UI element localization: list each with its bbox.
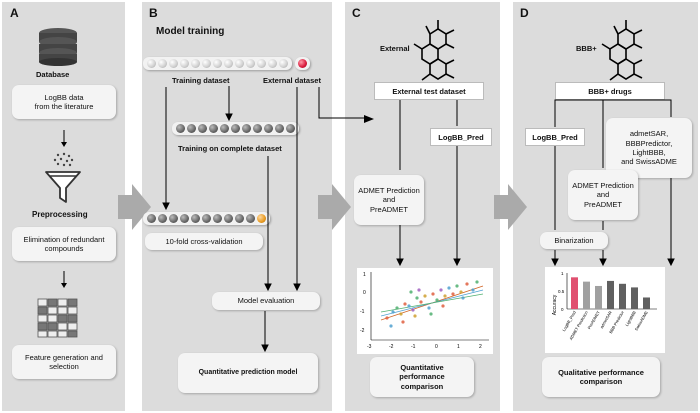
feature-generation-box: Feature generation and selection (12, 345, 116, 379)
panel-a (2, 2, 125, 411)
bar-preadmet (595, 285, 602, 309)
training-dataset-label: Training dataset (172, 76, 230, 85)
database-icon (39, 28, 77, 66)
bar-bbb-predictor (619, 283, 626, 309)
scatter-points (385, 280, 479, 328)
logbb-pred-c-box: LogBB_Pred (430, 128, 492, 146)
bar-logbb-pred (571, 277, 578, 309)
panel-b-label: B (149, 6, 158, 20)
scatter-ytick-m1: -1 (360, 309, 365, 315)
training-complete-label: Training on complete dataset (178, 144, 282, 153)
quant-perf-box: Quantitative performance comparison (370, 357, 474, 397)
bbb-plus-label: BBB+ (576, 44, 597, 53)
bar-lightbbb (631, 287, 638, 309)
admet-d-box: ADMET Prediction and PreADMET (568, 170, 638, 220)
panel-c-connectors (396, 100, 461, 267)
model-evaluation-box: Model evaluation (212, 292, 320, 310)
bar-ytick-0: 0 (561, 307, 564, 312)
external-dataset-label: External dataset (263, 76, 321, 85)
molecule-icon (413, 20, 455, 81)
feature-grid-icon (37, 298, 78, 338)
complete-bead-row (172, 122, 299, 135)
logbb-data-box: LogBB data from the literature (12, 85, 116, 119)
scatter-xtick-m3: -3 (367, 344, 372, 350)
scatter-xtick-0: 0 (435, 344, 438, 350)
molecule-d-icon (601, 20, 643, 81)
arrow-a1-icon (61, 130, 67, 147)
panel-b (142, 2, 332, 411)
panel-d-label: D (520, 6, 529, 20)
admet-c-box: ADMET Prediction and PreADMET (354, 175, 424, 225)
scatter-xtick-1: 1 (457, 344, 460, 350)
scatter-xtick-m1: -1 (411, 344, 416, 350)
bar-ytick-1: 1 (561, 271, 564, 276)
external-label: External (380, 44, 410, 53)
scatter-plot: 1 0 -1 -2 -3 -2 -1 0 1 2 (357, 268, 493, 354)
funnel-icon (45, 152, 81, 203)
database-label: Database (36, 70, 70, 79)
scatter-xtick-m2: -2 (389, 344, 394, 350)
qual-perf-box: Qualitative performance comparison (542, 357, 660, 397)
bar-swissadme (643, 297, 650, 309)
big-arrow-ab-icon (118, 184, 151, 230)
arrow-a2-icon (61, 271, 67, 288)
training-bead-row (143, 57, 292, 70)
quant-model-box: Quantitative prediction model (178, 353, 318, 393)
scatter-ytick-1: 1 (363, 272, 366, 278)
model-training-title: Model training (156, 26, 225, 37)
scatter-xtick-2: 2 (479, 344, 482, 350)
panel-a-label: A (10, 6, 19, 20)
external-bead (295, 57, 310, 70)
bar-ytick-05: 0.5 (558, 289, 565, 294)
scatter-ytick-0: 0 (363, 290, 366, 296)
elimination-box: Elimination of redundant compounds (12, 227, 116, 261)
big-arrow-cd-icon (494, 184, 527, 230)
preprocessing-label: Preprocessing (32, 210, 88, 219)
scatter-ytick-m2: -2 (360, 328, 365, 334)
panel-d-connectors (551, 99, 675, 267)
big-arrow-bc-icon (318, 184, 351, 230)
external-test-dataset-box: External test dataset (374, 82, 484, 100)
panel-b-connectors (162, 86, 367, 353)
cv-bead-row (143, 212, 270, 225)
bar-admetsar (607, 280, 614, 309)
cv-box: 10-fold cross-validation (145, 233, 263, 250)
bar-admet-prediction (583, 281, 590, 309)
binarization-box: Binarization (540, 232, 608, 249)
panel-c-label: C (352, 6, 361, 20)
arrow-to-ext-test-icon (364, 115, 374, 123)
bar-ylabel: Accuracy (552, 294, 558, 315)
logbb-pred-d-box: LogBB_Pred (525, 128, 585, 146)
tools-box: admetSAR, BBBPredictor, LightBBB, and Sw… (606, 118, 692, 178)
